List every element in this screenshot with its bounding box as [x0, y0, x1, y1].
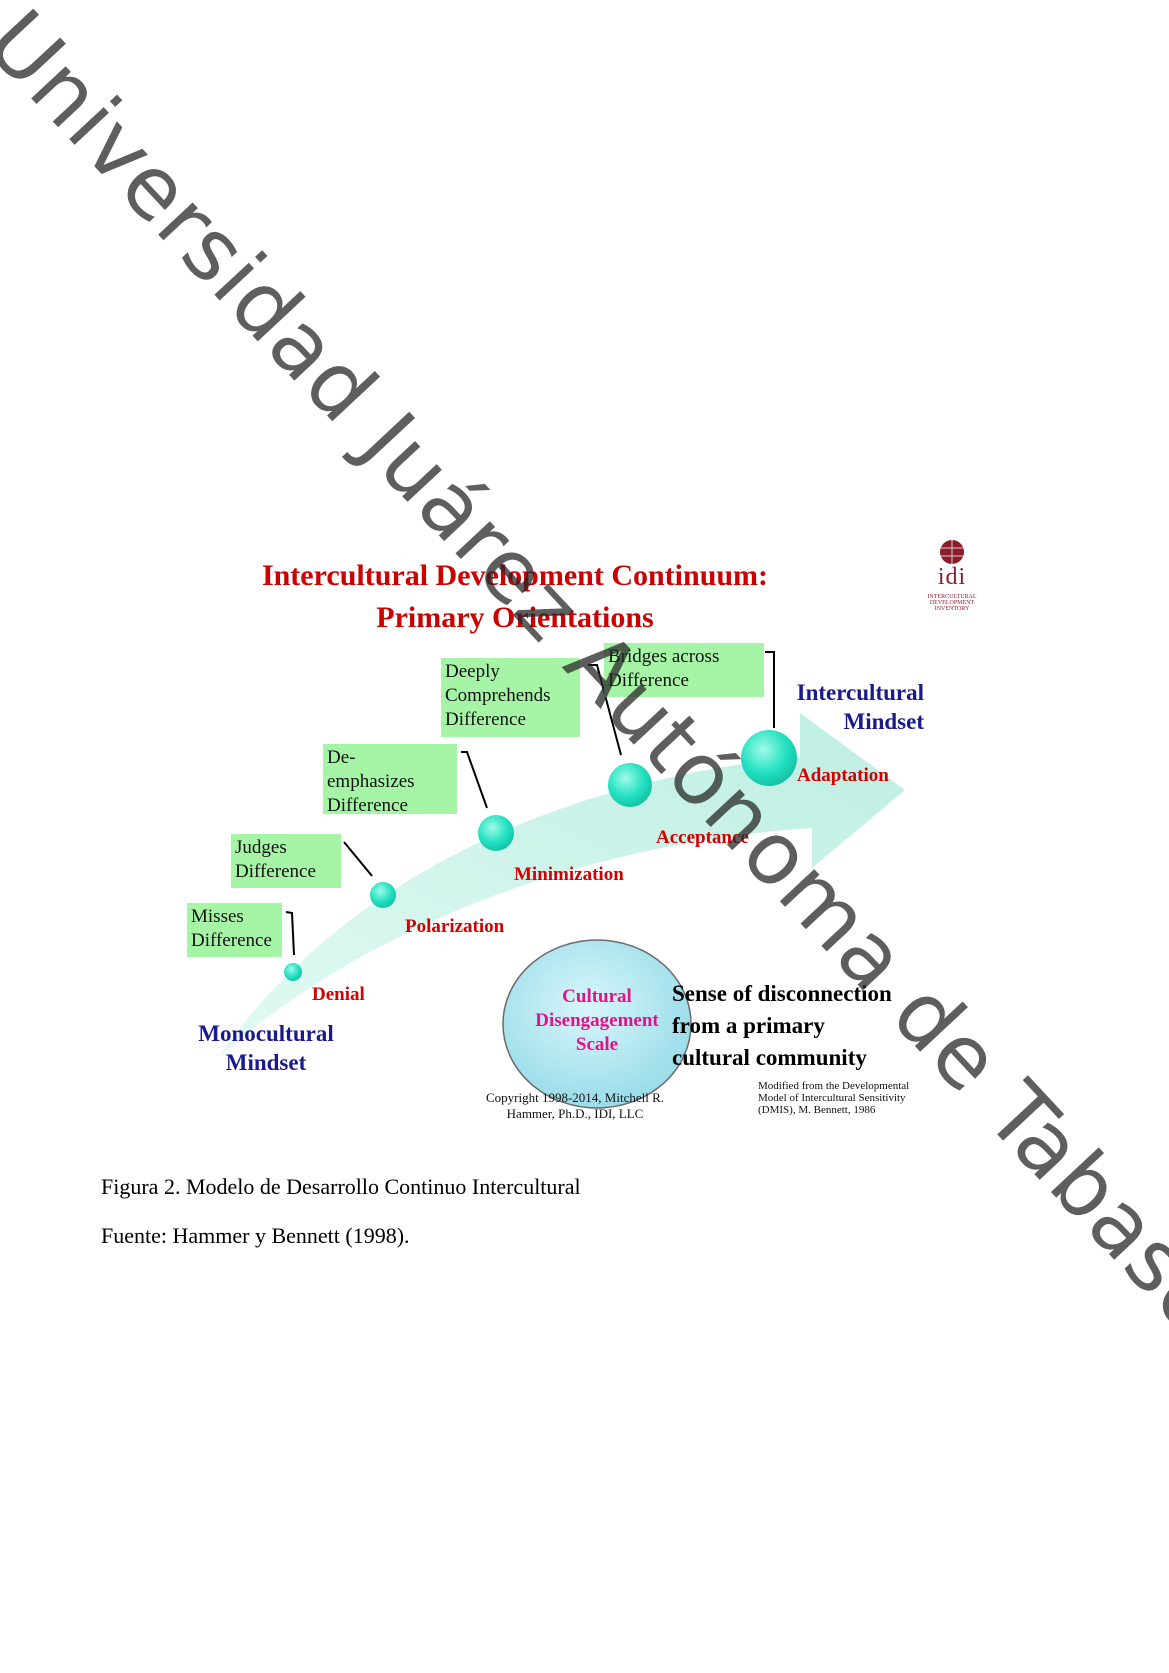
connector-deeply: [588, 664, 622, 756]
connector-judges: [343, 841, 373, 877]
sense-of-disconnection-text: Sense of disconnection from a primary cu…: [672, 981, 892, 1070]
box-misses-difference: Misses Difference: [187, 903, 282, 957]
copyright-note: Copyright 1998-2014, Mitchell R. Hammer,…: [485, 1090, 665, 1121]
diagram-title-line2: Primary Orientations: [376, 601, 654, 634]
idi-logo-mark: idi: [937, 564, 967, 590]
stage-denial: Denial: [312, 984, 365, 1005]
connector-deemph: [461, 751, 488, 809]
box-deeply-comprehends-difference: Deeply Comprehends Difference: [441, 658, 580, 737]
figure-source: Fuente: Hammer y Bennett (1998).: [101, 1223, 410, 1248]
dot-minimization: [478, 815, 514, 851]
connector-misses: [285, 911, 295, 956]
dot-acceptance: [608, 763, 652, 807]
box-judges-difference: Judges Difference: [231, 834, 341, 888]
stage-acceptance: Acceptance: [656, 827, 749, 848]
figure-caption: Figura 2. Modelo de Desarrollo Continuo …: [101, 1174, 581, 1199]
box-deemphasizes-difference: De- emphasizes Difference: [323, 744, 457, 816]
stage-minimization: Minimization: [514, 864, 624, 885]
disengagement-scale-label: Cultural Disengagement Scale: [535, 986, 659, 1055]
dot-polarization: [370, 882, 396, 908]
monocultural-mindset-label: Monocultural Mindset: [198, 1021, 334, 1075]
disengagement-circle: [502, 939, 692, 1109]
modified-from-note: Modified from the Developmental Model of…: [758, 1080, 910, 1116]
stage-polarization: Polarization: [405, 916, 505, 937]
box-bridges-across-difference: Bridges across Difference: [604, 643, 764, 697]
dot-adaptation: [741, 730, 797, 786]
diagram-title-line1: Intercultural Development Continuum:: [261, 559, 769, 592]
intercultural-mindset-label: Intercultural Mindset: [796, 680, 924, 734]
continuum-arrow: [218, 713, 905, 1058]
connector-bridges: [765, 651, 775, 728]
idi-logo-subtext: INTERCULTURAL DEVELOPMENT INVENTORY: [927, 594, 977, 612]
stage-adaptation: Adaptation: [797, 765, 889, 786]
dot-denial: [284, 963, 302, 981]
